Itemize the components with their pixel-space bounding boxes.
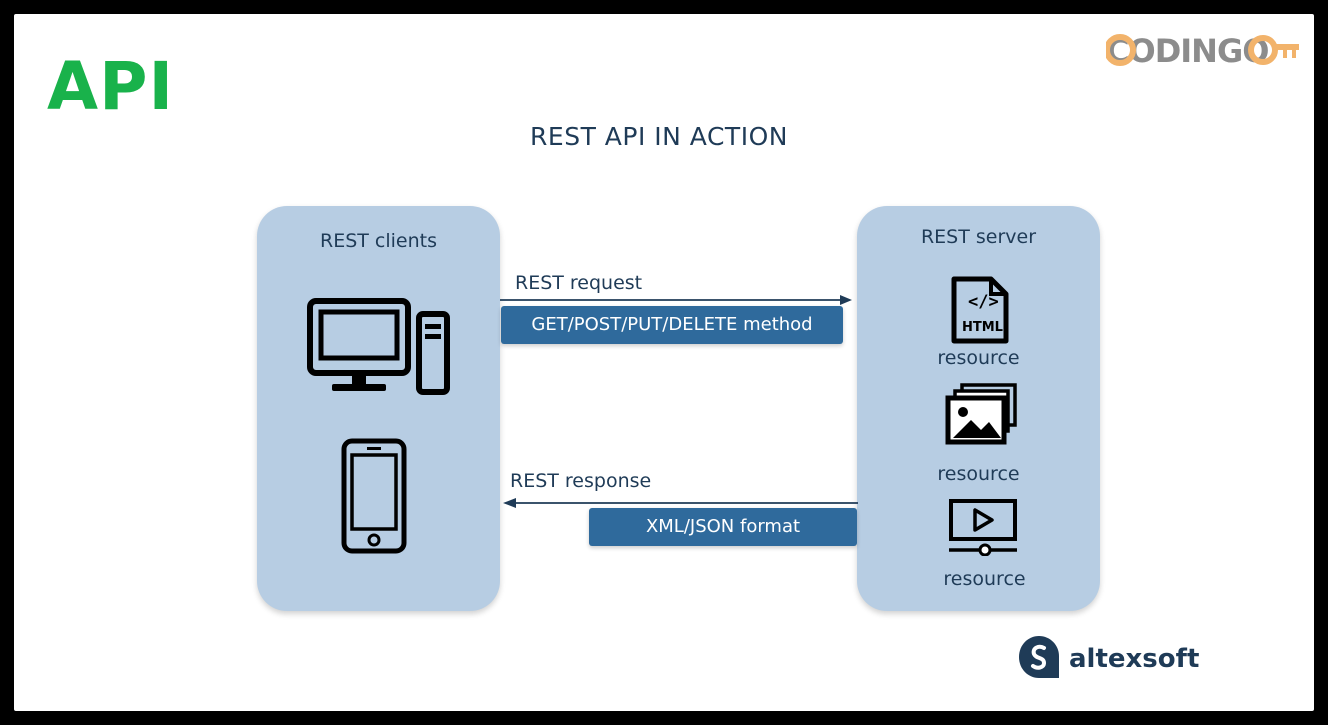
rest-server-panel: REST server </> HTML resource resource r… (857, 206, 1100, 611)
desktop-computer-icon (307, 298, 450, 395)
codingo-logo: CODINGO (1106, 32, 1299, 68)
rest-clients-label: REST clients (320, 230, 437, 252)
altexsoft-mark-icon (1019, 636, 1059, 678)
response-arrow (503, 498, 858, 508)
altexsoft-logo: altexsoft (1017, 634, 1199, 682)
html-badge: HTML (962, 320, 1003, 335)
rest-server-label: REST server (920, 226, 1037, 248)
smartphone-icon (341, 438, 407, 554)
request-arrow (500, 295, 852, 305)
resource-label-html: resource (937, 347, 1020, 369)
rest-request-label: REST request (515, 272, 643, 294)
diagram-title: REST API IN ACTION (530, 122, 788, 151)
rest-response-label: REST response (510, 470, 652, 492)
svg-text:</>: </> (968, 292, 999, 312)
response-format-pill: XML/JSON format (589, 508, 857, 546)
slide: API CODINGO REST API IN ACTION REST clie… (14, 14, 1314, 711)
resource-label-image: resource (937, 463, 1020, 485)
html-file-icon: </> HTML (951, 276, 1009, 344)
rest-clients-panel: REST clients (257, 206, 500, 611)
api-title: API (47, 48, 175, 125)
altexsoft-brand-text: altexsoft (1069, 644, 1200, 674)
video-player-icon (949, 499, 1017, 556)
request-method-pill: GET/POST/PUT/DELETE method (501, 306, 843, 344)
image-gallery-icon (945, 383, 1017, 445)
resource-label-video: resource (943, 568, 1026, 590)
